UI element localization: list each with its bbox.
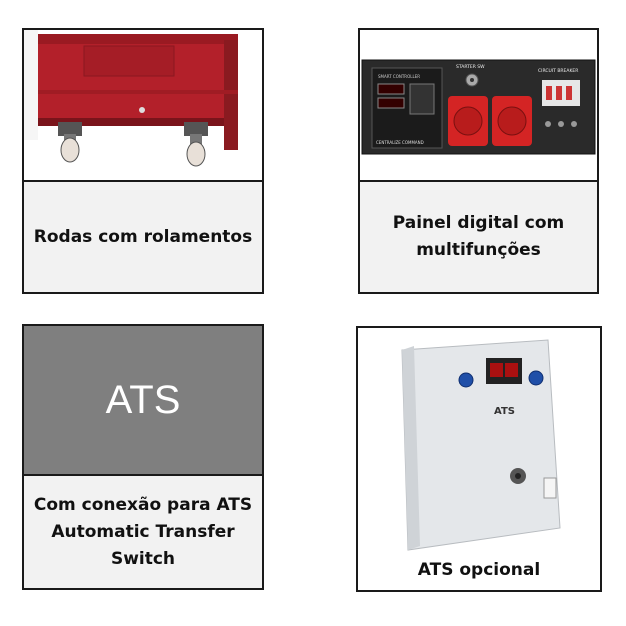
caption-line-3: Switch	[110, 548, 176, 569]
panel-image: SMART CONTROLLER CENTRALIZE COMMAND STAR…	[360, 30, 597, 180]
panel-controller-label: SMART CONTROLLER	[378, 74, 420, 79]
caption-ats-optional: ATS opcional	[417, 560, 541, 580]
caption-wheels: Rodas com rolamentos	[24, 180, 262, 292]
caption-line-1: Painel digital com	[392, 213, 565, 233]
caption-line-1: Com conexão para ATS	[33, 494, 253, 515]
caption-line-2: multifunções	[416, 240, 541, 260]
card-ats-connection: ATS Com conexão para ATS Automatic Trans…	[22, 324, 264, 590]
ats-box-illustration: ATS	[401, 339, 561, 551]
caption-ats-connection: Com conexão para ATS Automatic Transfer …	[24, 474, 262, 588]
caption-line-2: Automatic Transfer	[51, 521, 235, 542]
card-ats-optional: ATS ATS opcional	[356, 326, 602, 592]
generator-wheels-illustration	[24, 30, 262, 180]
ats-tile-text: ATS	[105, 377, 181, 422]
control-panel-illustration: SMART CONTROLLER CENTRALIZE COMMAND STAR…	[360, 30, 597, 180]
caption-digital-panel: Painel digital com multifunções	[360, 180, 597, 292]
wheels-image	[24, 30, 262, 180]
panel-starter-label: STARTER SW	[456, 64, 485, 70]
card-wheels: Rodas com rolamentos	[22, 28, 264, 294]
ats-box-label: ATS	[494, 406, 515, 417]
ats-tile: ATS	[24, 326, 262, 474]
card-digital-panel: SMART CONTROLLER CENTRALIZE COMMAND STAR…	[358, 28, 599, 294]
panel-brand-label: CENTRALIZE COMMAND	[376, 140, 424, 145]
panel-breaker-label: CIRCUIT BREAKER	[538, 68, 578, 74]
